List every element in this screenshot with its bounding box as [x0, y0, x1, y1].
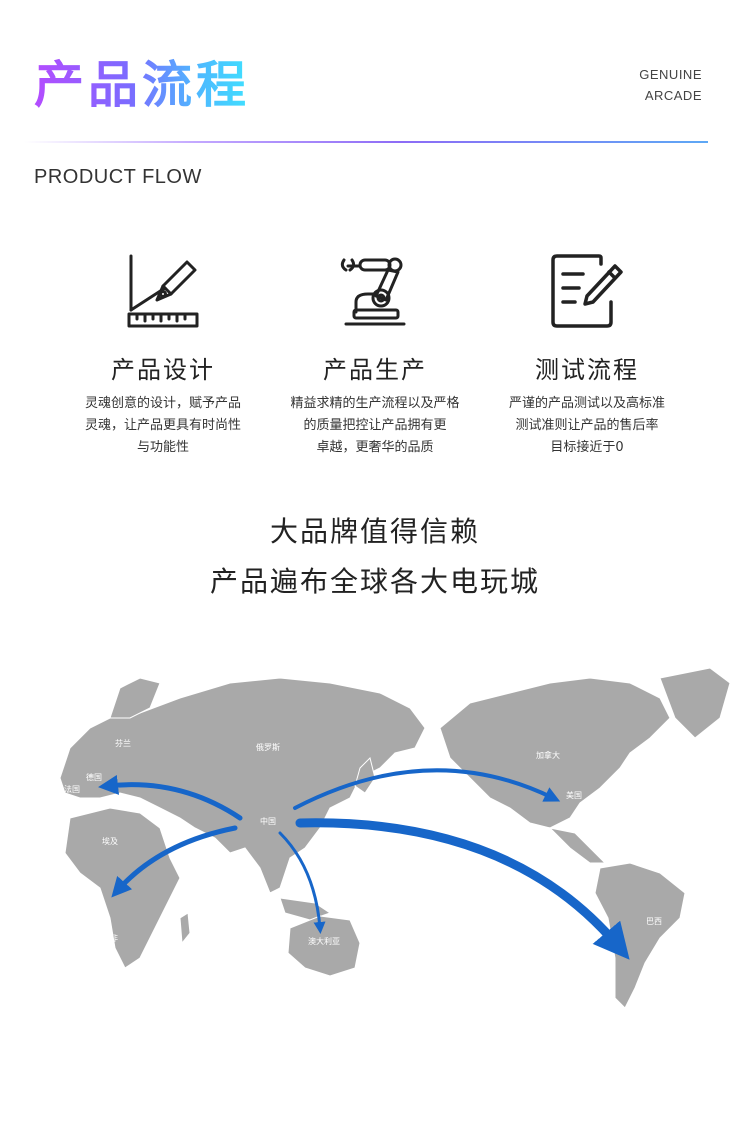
- feature-testing-line-3: 目标接近于0: [550, 440, 624, 455]
- route-arrow-brazil: [295, 818, 630, 960]
- design-ruler-pen-icon: [48, 252, 278, 334]
- feature-design-title: 产品设计: [111, 356, 215, 384]
- madagascar-landmass: [179, 912, 191, 945]
- checklist-pen-icon: [472, 252, 702, 334]
- title-divider: [24, 141, 708, 143]
- page-subtitle: PRODUCT FLOW: [34, 166, 202, 188]
- greenland-landmass: [659, 667, 731, 739]
- page-title: 产品流程: [34, 56, 250, 114]
- feature-testing-desc: 严谨的产品测试以及高标准 测试准则让产品的售后率 目标接近于0: [472, 393, 702, 459]
- map-label-australia: 澳大利亚: [308, 936, 340, 946]
- feature-production-title: 产品生产: [323, 356, 427, 384]
- brand-line-1: GENUINE: [639, 67, 702, 82]
- brand-line-2: ARCADE: [644, 88, 702, 103]
- map-label-canada: 加拿大: [536, 750, 560, 760]
- feature-design-line-1: 灵魂创意的设计，赋予产品: [84, 396, 241, 411]
- feature-testing-title: 测试流程: [535, 356, 639, 384]
- route-arrow-europe: [98, 774, 243, 821]
- map-label-brazil: 巴西: [646, 917, 662, 926]
- feature-design: 产品设计 灵魂创意的设计，赋予产品 灵魂，让产品更具有时尚性 与功能性: [48, 252, 278, 459]
- feature-production-line-3: 卓越，更奢华的品质: [316, 440, 434, 455]
- route-arrow-usa: [293, 768, 561, 810]
- australia-landmass: [287, 915, 361, 977]
- feature-production-desc: 精益求精的生产流程以及严格 的质量把控让产品拥有更 卓越，更奢华的品质: [260, 393, 490, 459]
- feature-design-desc: 灵魂创意的设计，赋予产品 灵魂，让产品更具有时尚性 与功能性: [48, 393, 278, 459]
- map-label-germany: 德国: [86, 772, 102, 782]
- map-label-france: 法国: [64, 784, 80, 794]
- feature-testing: 测试流程 严谨的产品测试以及高标准 测试准则让产品的售后率 目标接近于0: [472, 252, 702, 459]
- world-map: 芬兰 俄罗斯 德国 法国 埃及 南非 中国 澳大利亚 加拿大 美国 巴西: [59, 667, 731, 1009]
- map-label-china: 中国: [260, 816, 276, 826]
- feature-production: 产品生产 精益求精的生产流程以及严格 的质量把控让产品拥有更 卓越，更奢华的品质: [260, 252, 490, 459]
- feature-design-line-2: 灵魂，让产品更具有时尚性: [84, 418, 241, 433]
- route-arrow-africa: [111, 825, 238, 898]
- feature-design-line-3: 与功能性: [136, 440, 189, 455]
- feature-production-line-1: 精益求精的生产流程以及严格: [290, 396, 460, 411]
- north-america-landmass: [439, 677, 671, 829]
- slogan-line-1: 大品牌值得信赖: [269, 515, 480, 548]
- brand-mark: GENUINE ARCADE: [639, 64, 702, 106]
- eurasia-landmass: [59, 677, 426, 894]
- feature-production-line-2: 的质量把控让产品拥有更: [303, 418, 447, 433]
- central-america-landmass: [548, 827, 607, 864]
- robot-arm-icon: [260, 252, 490, 334]
- map-label-usa: 美国: [566, 790, 582, 800]
- scandinavia-landmass: [109, 677, 161, 719]
- map-label-russia: 俄罗斯: [256, 742, 280, 752]
- route-arrow-australia: [278, 831, 326, 934]
- map-label-south-africa: 南非: [102, 933, 118, 943]
- map-label-finland: 芬兰: [115, 738, 131, 748]
- map-label-egypt: 埃及: [102, 836, 118, 846]
- slogan-line-2: 产品遍布全球各大电玩城: [209, 565, 540, 598]
- feature-testing-line-1: 严谨的产品测试以及高标准: [508, 396, 665, 411]
- feature-testing-line-2: 测试准则让产品的售后率: [515, 418, 659, 433]
